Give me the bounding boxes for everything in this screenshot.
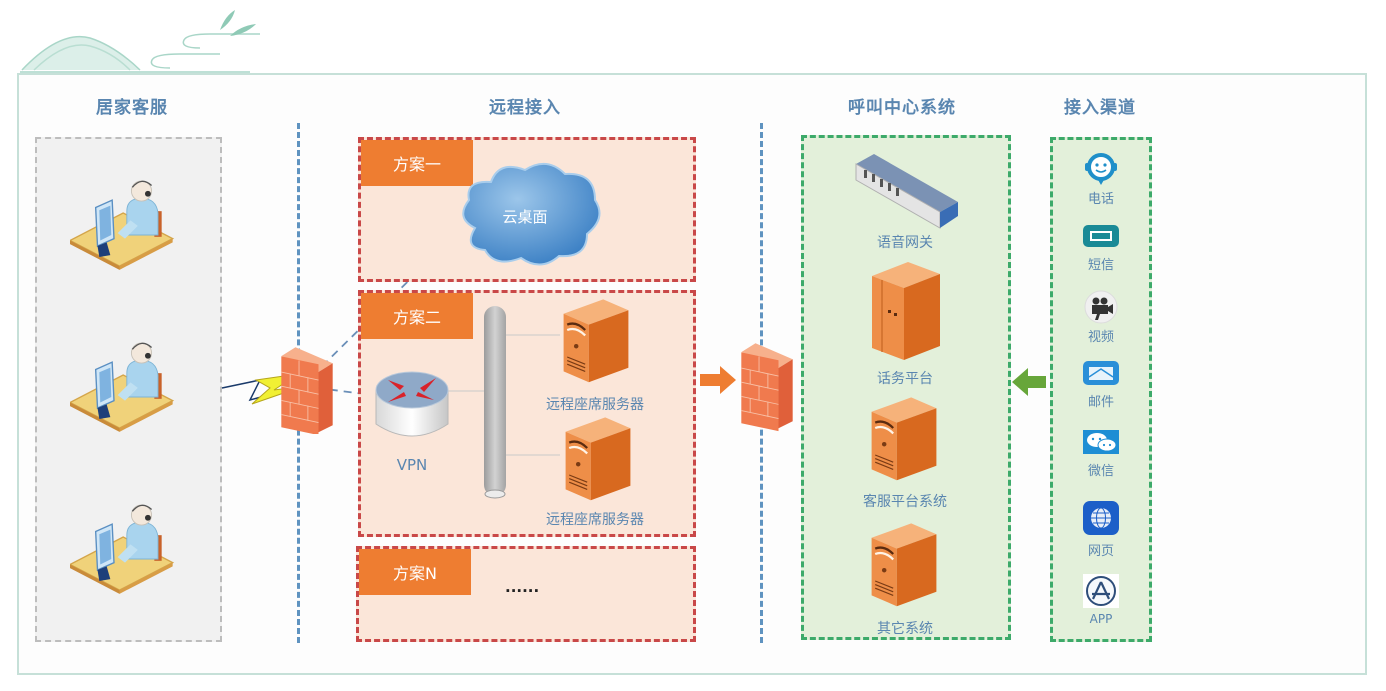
channel-mail-label: 邮件 <box>1087 395 1114 410</box>
server-icon <box>564 416 632 502</box>
plan-n-tag: 方案N <box>359 549 471 595</box>
channel-phone-label: 电话 <box>1087 192 1114 207</box>
column-title-remote-access: 远程接入 <box>489 98 561 118</box>
agent-workstation-icon <box>70 342 174 432</box>
cloud-icon <box>462 163 601 266</box>
plan-1-tag: 方案一 <box>361 140 473 186</box>
voice-gateway-label: 语音网关 <box>877 235 933 251</box>
column-title-channels: 接入渠道 <box>1064 98 1136 118</box>
remote-seat-server-label: 远程座席服务器 <box>546 397 644 413</box>
vpn-router-icon <box>375 371 449 437</box>
cloud-desktop-label: 云桌面 <box>502 208 548 226</box>
channel-wechat-label: 微信 <box>1087 464 1114 479</box>
voice-gateway-icon <box>855 154 958 229</box>
plan-2-tag: 方案二 <box>361 293 473 339</box>
sms-icon <box>1083 225 1119 247</box>
channels-group <box>1050 137 1152 642</box>
channel-web-label: 网页 <box>1087 544 1114 559</box>
firewall-icon <box>740 342 794 432</box>
service-platform-label: 客服平台系统 <box>863 494 947 510</box>
arrow-right-icon <box>700 366 736 394</box>
server-icon <box>870 522 938 608</box>
cabinet-icon <box>872 262 940 360</box>
traffic-platform-label: 话务平台 <box>877 371 933 387</box>
agent-workstation-icon <box>70 180 174 270</box>
wechat-icon <box>1083 430 1119 454</box>
video-camera-icon <box>1084 290 1118 324</box>
agent-workstation-icon <box>70 504 174 594</box>
header-ornament <box>20 10 260 73</box>
globe-icon <box>1083 501 1119 535</box>
mail-icon <box>1083 361 1119 385</box>
column-title-call-center: 呼叫中心系统 <box>848 98 956 118</box>
server-icon <box>562 298 630 384</box>
app-store-icon <box>1083 574 1119 608</box>
plan-n-box: 方案N <box>356 546 696 642</box>
column-title-home-agents: 居家客服 <box>96 98 168 118</box>
vpn-label: VPN <box>396 456 428 474</box>
channel-app-label: APP <box>1089 612 1113 626</box>
server-icon <box>870 396 938 482</box>
network-bus-icon <box>484 306 506 499</box>
phone-headset-icon <box>1085 153 1117 185</box>
arrow-left-icon <box>1012 368 1046 396</box>
channel-sms-label: 短信 <box>1087 258 1114 273</box>
remote-seat-server-label: 远程座席服务器 <box>546 512 644 528</box>
firewall-icon <box>280 346 334 434</box>
channel-video-label: 视频 <box>1087 330 1114 345</box>
plan-n-ellipsis: ...... <box>505 578 540 596</box>
other-systems-label: 其它系统 <box>877 621 933 637</box>
